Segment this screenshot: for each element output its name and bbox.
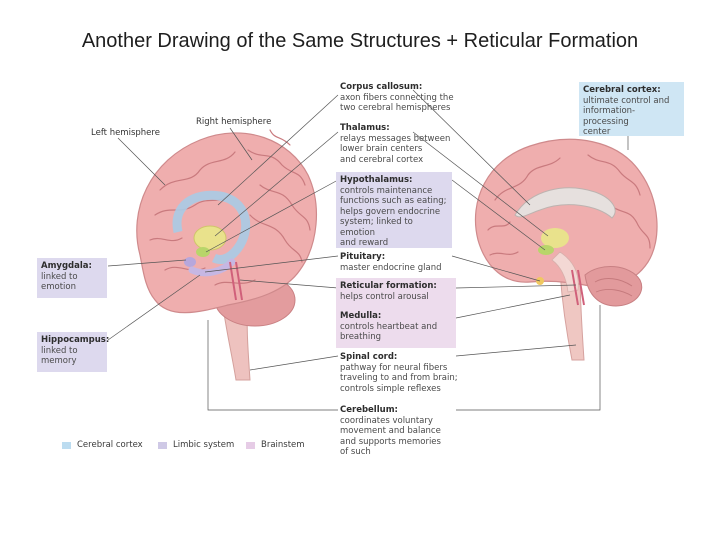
cerebral-cortex-desc: ultimate control and information-process… (583, 95, 670, 138)
legend-swatch-cerebral-cortex (62, 441, 71, 449)
left-thalamus (193, 225, 227, 251)
right-reticular-formation (571, 269, 585, 306)
left-hippocampus (188, 258, 236, 277)
legend-limbic-system: Limbic system (158, 440, 234, 450)
label-hippocampus: Hippocampus: linked to memory (37, 332, 110, 372)
spinal-cord-heading: Spinal cord: (340, 352, 398, 362)
amygdala-heading: Amygdala: (41, 261, 92, 271)
left-brain-illustration (136, 129, 317, 381)
right-spinal-cord (559, 271, 585, 361)
right-cerebellum (584, 265, 643, 307)
left-amygdala (184, 257, 196, 267)
cerebellum-desc: coordinates voluntary movement and balan… (340, 415, 441, 458)
cerebral-cortex-heading: Cerebral cortex: (583, 85, 661, 95)
reticular-formation-desc: helps control arousal (340, 291, 429, 302)
medulla-desc: controls heartbeat and breathing (340, 321, 438, 343)
corpus-callosum-desc: axon fibers connecting the two cerebral … (340, 92, 454, 114)
legend-label-limbic-system: Limbic system (173, 440, 235, 450)
right-hemisphere-text: Right hemisphere (196, 117, 272, 127)
right-cerebellum-folds (594, 278, 633, 297)
label-left-hemisphere: Left hemisphere (91, 128, 160, 139)
spinal-cord-desc: pathway for neural fibers traveling to a… (340, 362, 458, 394)
hippocampus-heading: Hippocampus: (41, 335, 110, 345)
left-hypothalamus (196, 247, 210, 257)
label-reticular-medulla-group: Reticular formation: helps control arous… (336, 278, 456, 348)
thalamus-heading: Thalamus: (340, 123, 390, 133)
label-spinal-cord: Spinal cord: pathway for neural fibers t… (340, 352, 460, 394)
pituitary-heading: Pituitary: (340, 252, 386, 262)
slide-title: Another Drawing of the Same Structures +… (81, 30, 639, 52)
hypothalamus-heading: Hypothalamus: (340, 175, 413, 185)
right-brainstem (551, 251, 579, 293)
reticular-formation-heading: Reticular formation: (340, 281, 437, 291)
pituitary-desc: master endocrine gland (340, 262, 442, 273)
hypothalamus-desc: controls maintenance functions such as e… (340, 185, 447, 249)
cerebellum-heading: Cerebellum: (340, 405, 398, 415)
label-cerebellum: Cerebellum: coordinates voluntary moveme… (340, 405, 455, 458)
legend-swatch-brainstem (246, 441, 255, 449)
medulla-heading: Medulla: (340, 311, 382, 321)
label-corpus-callosum: Corpus callosum: axon fibers connecting … (340, 82, 455, 114)
right-hemisphere-shape (474, 138, 658, 288)
label-thalamus: Thalamus: relays messages between lower … (340, 123, 455, 165)
label-hypothalamus: Hypothalamus: controls maintenance funct… (336, 172, 452, 248)
left-limbic-ring (172, 190, 251, 264)
right-corpus-callosum (514, 187, 616, 219)
legend-brainstem: Brainstem (246, 440, 305, 450)
label-pituitary: Pituitary: master endocrine gland (340, 252, 455, 273)
legend-cerebral-cortex: Cerebral cortex (62, 440, 143, 450)
left-hemisphere-text: Left hemisphere (91, 128, 160, 138)
thalamus-desc: relays messages between lower brain cent… (340, 133, 451, 165)
legend-swatch-limbic-system (158, 441, 167, 449)
amygdala-desc: linked to emotion (41, 271, 78, 293)
label-right-hemisphere: Right hemisphere (196, 117, 271, 128)
right-thalamus (541, 228, 569, 248)
label-amygdala: Amygdala: linked to emotion (37, 258, 107, 298)
corpus-callosum-heading: Corpus callosum: (340, 82, 423, 92)
legend-label-brainstem: Brainstem (261, 440, 305, 450)
left-hemisphere-shape (136, 132, 317, 314)
right-gyri (487, 154, 651, 256)
legend-label-cerebral-cortex: Cerebral cortex (77, 440, 143, 450)
right-brain-illustration (474, 138, 658, 361)
hippocampus-desc: linked to memory (41, 345, 78, 367)
label-cerebral-cortex: Cerebral cortex: ultimate control and in… (579, 82, 684, 138)
